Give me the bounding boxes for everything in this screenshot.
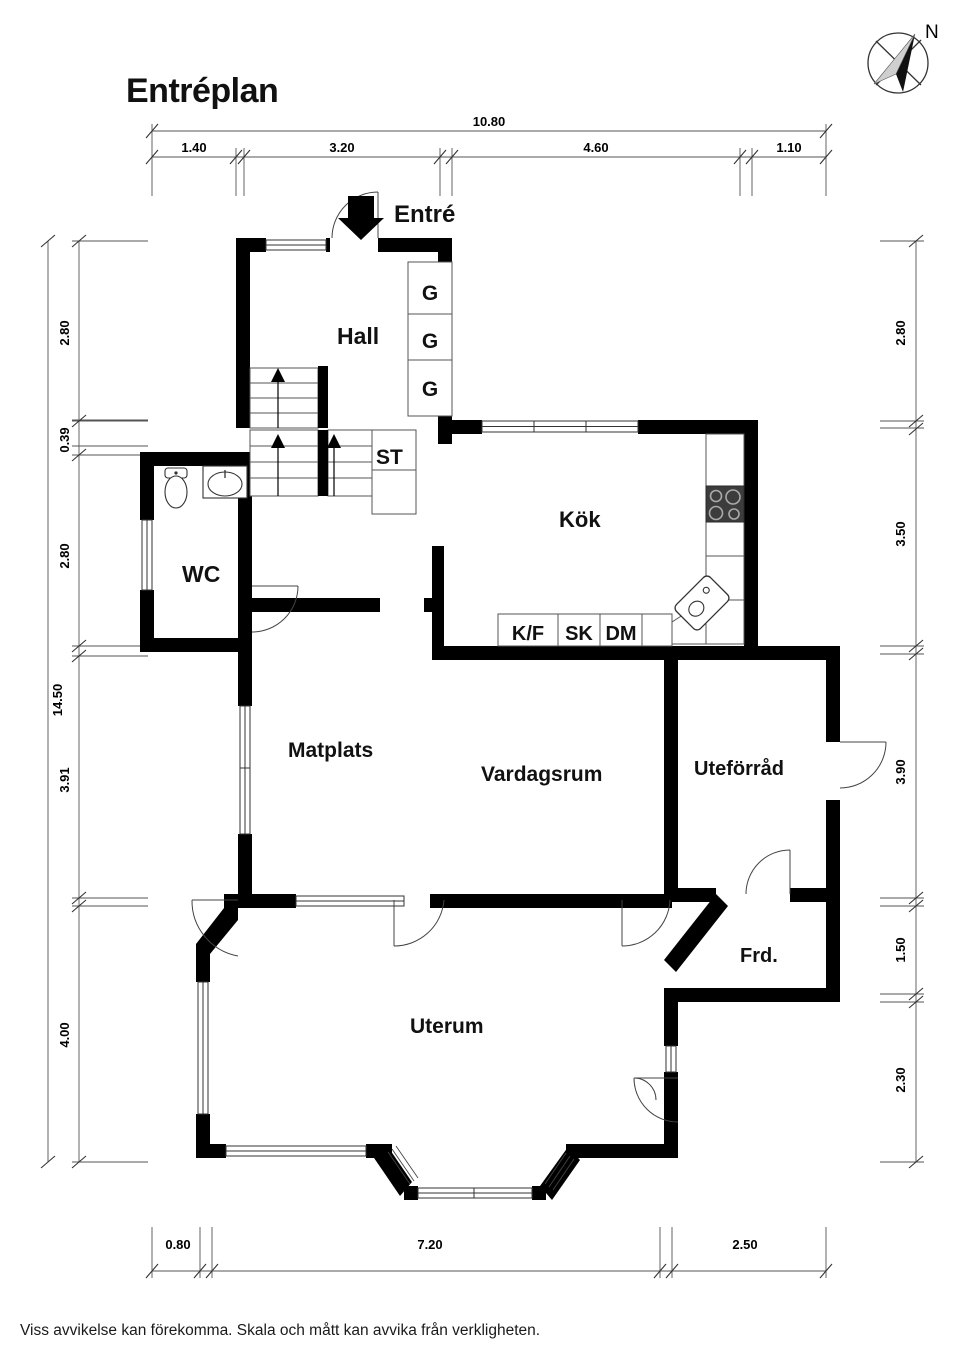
- doors: [191, 191, 887, 1123]
- dimension-bottom: [145, 1227, 833, 1279]
- dim-bottom-seg-0: 0.80: [165, 1237, 190, 1252]
- dimension-right: [880, 234, 924, 1169]
- dim-left-seg-4: 4.00: [57, 1022, 72, 1047]
- room-label-uteforrad: Uteförråd: [694, 757, 784, 780]
- dim-right-seg-0: 2.80: [893, 320, 908, 345]
- room-label-hall: Hall: [337, 323, 379, 349]
- dim-left-seg-1: 0.39: [57, 427, 72, 452]
- dim-left-seg-3: 3.91: [57, 767, 72, 792]
- dim-bottom-seg-2: 2.50: [732, 1237, 757, 1252]
- entrance-arrow-icon: [338, 196, 384, 240]
- dim-bottom-seg-1: 7.20: [417, 1237, 442, 1252]
- room-label-uterum: Uterum: [410, 1015, 484, 1038]
- closet-label-g3: G: [422, 378, 438, 401]
- dim-left-total: 14.50: [50, 684, 65, 717]
- room-label-st: ST: [376, 446, 403, 469]
- dim-right-seg-1: 3.50: [893, 521, 908, 546]
- wc-fixtures: [164, 465, 248, 509]
- disclaimer-text: Viss avvikelse kan förekomma. Skala och …: [20, 1322, 541, 1339]
- kitchen-counters: [497, 433, 745, 647]
- dimension-bottom-labels: 0.80 7.20 2.50: [165, 1237, 757, 1252]
- closet-label-g1: G: [422, 282, 438, 305]
- appliance-labels: K/F SK DM: [512, 623, 637, 645]
- dimension-left-labels: 14.50 2.80 0.39 2.80 3.91 4.00: [50, 320, 72, 1047]
- dim-top-seg-2: 4.60: [583, 140, 608, 155]
- dim-left-seg-2: 2.80: [57, 543, 72, 568]
- page-title: Entréplan: [126, 72, 279, 110]
- room-label-kok: Kök: [559, 507, 601, 532]
- room-labels: Entré Hall WC ST Kök Matplats Vardagsrum…: [182, 201, 784, 1038]
- compass-rose: N: [867, 22, 939, 94]
- room-label-frd: Frd.: [740, 945, 778, 967]
- closet-labels: G G G: [422, 282, 438, 401]
- room-label-vardagsrum: Vardagsrum: [481, 763, 602, 786]
- dimension-right-labels: 2.80 3.50 3.90 1.50 2.30: [893, 320, 908, 1092]
- appliance-label-dm: DM: [605, 623, 636, 645]
- dim-left-seg-0: 2.80: [57, 320, 72, 345]
- dim-top-total: 10.80: [473, 114, 506, 129]
- dim-right-seg-3: 1.50: [893, 937, 908, 962]
- dim-top-seg-0: 1.40: [181, 140, 206, 155]
- dimension-top-labels: 10.80 1.40 3.20 4.60 1.10: [181, 114, 801, 155]
- storage-closet-st: [371, 429, 417, 515]
- room-label-matplats: Matplats: [288, 739, 373, 762]
- room-label-wc: WC: [182, 561, 220, 587]
- room-label-entre: Entré: [394, 201, 455, 228]
- dim-top-seg-1: 3.20: [329, 140, 354, 155]
- dim-right-seg-2: 3.90: [893, 759, 908, 784]
- hall-wardrobes: [407, 261, 453, 417]
- dim-right-seg-4: 2.30: [893, 1067, 908, 1092]
- windows: [141, 239, 677, 1199]
- sink-icon: [674, 575, 730, 631]
- dim-top-seg-3: 1.10: [776, 140, 801, 155]
- dimension-top: [145, 123, 833, 196]
- staircase: [249, 366, 391, 497]
- closet-label-g2: G: [422, 330, 438, 353]
- appliance-label-sk: SK: [565, 623, 593, 645]
- dimension-left: [40, 234, 148, 1169]
- appliance-label-kf: K/F: [512, 623, 544, 645]
- compass-north-label: N: [925, 22, 939, 43]
